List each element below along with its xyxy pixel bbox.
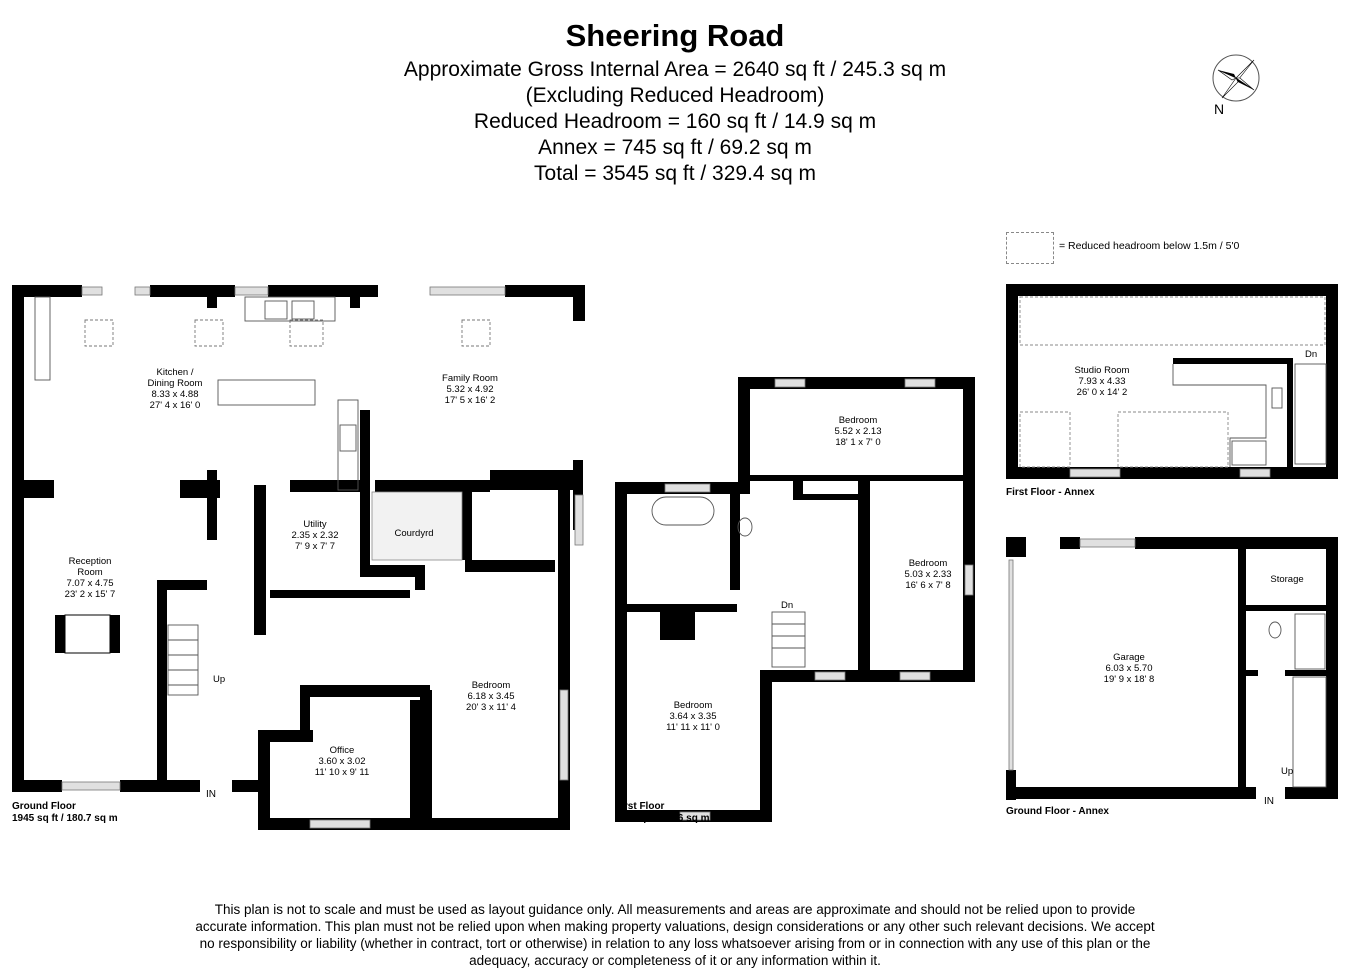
annex-first-floor-caption: First Floor - Annex: [1006, 487, 1095, 498]
compass-north-label: N: [1214, 101, 1225, 117]
first-fixtures: [651, 496, 806, 668]
annex-entrance-in-label: IN: [1264, 796, 1274, 807]
room-label-office: Office 3.60 x 3.02 11' 10 x 9' 11: [314, 745, 370, 778]
first-windows: [664, 378, 974, 821]
annex-kitchen: [1172, 363, 1327, 467]
annex-ground-floor-caption: Ground Floor - Annex: [1006, 806, 1109, 817]
ground-stairs: [167, 624, 199, 696]
gross-area-line: Approximate Gross Internal Area = 2640 s…: [403, 58, 947, 81]
annex-stairs-down-label: Dn: [1305, 349, 1318, 360]
room-label-storage: Storage: [1270, 574, 1304, 585]
ground-windows: [61, 286, 584, 829]
total-area-line: Total = 3545 sq ft / 329.4 sq m: [534, 162, 816, 185]
room-label-kitchen-dining: Kitchen / Dining Room 8.33 x 4.88 27' 4 …: [147, 367, 203, 411]
room-label-first-bedroom-3: Bedroom 3.64 x 3.35 11' 11 x 11' 0: [666, 700, 720, 733]
room-label-studio: Studio Room 7.93 x 4.33 26' 0 x 14' 2: [1074, 365, 1130, 398]
compass-rose-icon: [1212, 54, 1260, 102]
annex-stairs-up-label: Up: [1281, 766, 1294, 777]
annex-ground-floor-plan: [1006, 537, 1338, 800]
first-floor-plan: [615, 377, 975, 822]
first-floor-caption: First Floor 695 sq ft / 64.6 sq m: [615, 801, 710, 824]
ground-floor-caption: Ground Floor 1945 sq ft / 180.7 sq m: [12, 801, 118, 824]
page-title: Sheering Road: [565, 18, 785, 53]
kitchen-fixtures: [34, 296, 359, 491]
room-label-utility: Utility 2.35 x 2.32 7' 9 x 7' 7: [291, 519, 339, 552]
reduced-headroom-line: Reduced Headroom = 160 sq ft / 14.9 sq m: [473, 110, 877, 133]
entrance-in-label: IN: [206, 789, 216, 800]
excluding-note-line: (Excluding Reduced Headroom): [525, 84, 825, 107]
annex-reduced-headroom: [1019, 296, 1326, 468]
stairs-up-label: Up: [213, 674, 226, 685]
room-label-reception: Reception Room 7.07 x 4.75 23' 2 x 15' 7: [64, 556, 116, 600]
room-label-first-bedroom-2: Bedroom 5.03 x 2.33 16' 6 x 7' 8: [904, 558, 952, 591]
reduced-headroom-legend-swatch: [1006, 232, 1054, 264]
room-label-ground-bedroom: Bedroom 6.18 x 3.45 20' 3 x 11' 4: [466, 680, 516, 713]
room-label-courtyard: Courdyrd: [394, 528, 434, 539]
courtyard-area: [371, 491, 463, 561]
reduced-headroom-legend-text: = Reduced headroom below 1.5m / 5'0: [1059, 240, 1240, 252]
room-label-garage: Garage 6.03 x 5.70 19' 9 x 18' 8: [1103, 652, 1155, 685]
stairs-down-label: Dn: [781, 600, 794, 611]
room-label-first-bedroom-1: Bedroom 5.52 x 2.13 18' 1 x 7' 0: [834, 415, 882, 448]
room-label-family-room: Family Room 5.32 x 4.92 17' 5 x 16' 2: [442, 373, 498, 406]
disclaimer-text: This plan is not to scale and must be us…: [195, 902, 1155, 968]
ground-skylights: [84, 319, 491, 347]
annex-area-line: Annex = 745 sq ft / 69.2 sq m: [538, 136, 812, 159]
annex-ground-fixtures: [1268, 613, 1327, 788]
